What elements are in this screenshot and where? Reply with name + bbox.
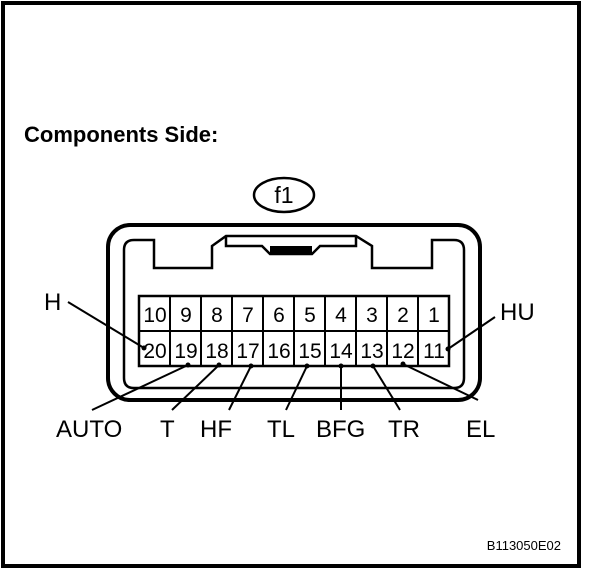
- leader-endpoint: [338, 363, 344, 369]
- pin-12: 12: [391, 340, 414, 363]
- leader-endpoint: [141, 345, 147, 351]
- callout-EL: EL: [466, 416, 495, 443]
- leader-endpoint: [304, 363, 310, 369]
- leader-H: [67, 301, 145, 349]
- pin-1: 1: [428, 304, 440, 327]
- figure-frame: [1, 1, 581, 568]
- leader-lines: [67, 301, 496, 411]
- pin-5: 5: [304, 304, 316, 327]
- callout-HU: HU: [500, 299, 535, 326]
- leader-endpoint: [400, 361, 406, 367]
- pin-14: 14: [329, 340, 353, 363]
- bottom-pin-row: 20 19 18 17 16 15 14 13 12 11: [143, 340, 445, 363]
- callout-H: H: [44, 289, 61, 316]
- callout-TL: TL: [267, 416, 295, 443]
- pin-7: 7: [242, 304, 254, 327]
- locking-tab-center: [270, 246, 312, 254]
- leader-TL: [285, 365, 308, 411]
- pin-13: 13: [360, 340, 383, 363]
- pin-4: 4: [335, 304, 347, 327]
- connector-id: f1: [274, 182, 293, 208]
- connector-id-badge: [252, 176, 316, 214]
- leader-HU: [447, 316, 496, 350]
- leader-T: [171, 364, 220, 411]
- figure-code: B113050E02: [487, 538, 561, 553]
- pin-8: 8: [211, 304, 223, 327]
- pin-16: 16: [267, 340, 290, 363]
- callout-TR: TR: [388, 416, 420, 443]
- leader-HF: [228, 365, 252, 411]
- pin-6: 6: [273, 304, 285, 327]
- top-pin-row: 10 9 8 7 6 5 4 3 2 1: [143, 304, 440, 327]
- pin-3: 3: [366, 304, 378, 327]
- callout-HF: HF: [200, 416, 232, 443]
- components-side-heading: Components Side:: [24, 122, 218, 147]
- leader-arrowheads: [141, 345, 451, 369]
- leader-endpoint: [370, 363, 376, 369]
- pin-20: 20: [143, 340, 166, 363]
- pin-grid-column-dividers: [169, 296, 419, 366]
- leader-endpoint: [248, 363, 254, 369]
- pin-9: 9: [180, 304, 192, 327]
- leader-endpoint: [216, 362, 222, 368]
- pin-17: 17: [236, 340, 259, 363]
- leader-endpoint: [445, 346, 451, 352]
- callout-T: T: [160, 416, 175, 443]
- pin-2: 2: [397, 304, 409, 327]
- pin-15: 15: [298, 340, 321, 363]
- leader-TR: [372, 365, 401, 411]
- leader-AUTO: [91, 364, 189, 411]
- pin-10: 10: [143, 304, 166, 327]
- pin-19: 19: [174, 340, 197, 363]
- callout-BFG: BFG: [316, 416, 365, 443]
- leader-EL: [402, 363, 479, 401]
- pin-11: 11: [423, 340, 445, 363]
- pin-18: 18: [205, 340, 228, 363]
- callout-AUTO: AUTO: [56, 416, 122, 443]
- connector-inner-outline: [122, 234, 466, 390]
- leader-endpoint: [185, 362, 191, 368]
